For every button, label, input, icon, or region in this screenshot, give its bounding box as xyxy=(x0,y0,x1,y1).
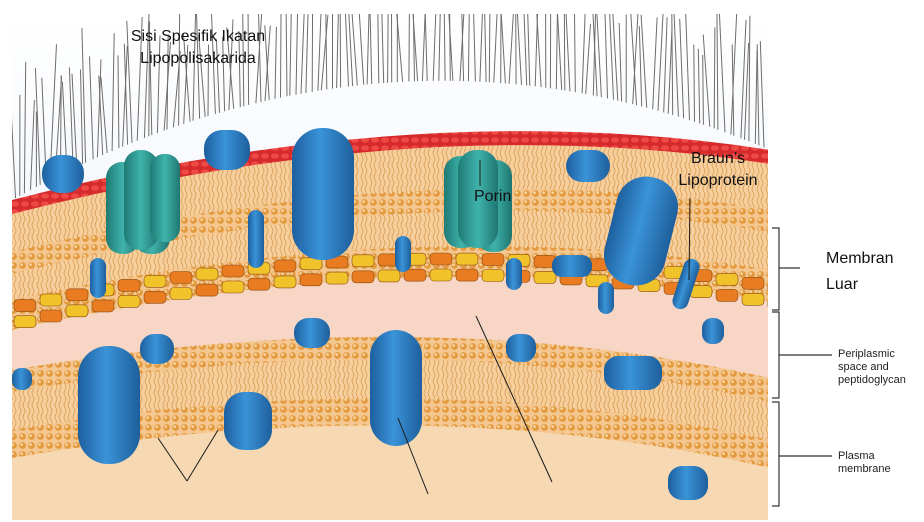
periplasm-label-line3: peptidoglycan xyxy=(838,374,906,387)
porin-left xyxy=(106,150,180,254)
peptidoglycan-unit xyxy=(118,279,140,291)
peptidoglycan-unit xyxy=(170,288,192,300)
peptidoglycan-unit xyxy=(326,272,348,284)
peptidoglycan-unit xyxy=(170,272,192,284)
porin-label: Porin xyxy=(474,186,511,208)
brauns-lipoprotein-label-line2: Lipoprotein xyxy=(668,170,768,192)
peptidoglycan-unit xyxy=(196,284,218,296)
lps-strand xyxy=(694,45,695,122)
peptidoglycan-unit xyxy=(118,295,140,307)
lps-strand xyxy=(714,27,715,128)
peptidoglycan-unit xyxy=(222,265,244,277)
peptidoglycan-unit xyxy=(534,271,556,283)
peptidoglycan-unit xyxy=(716,273,738,285)
peptidoglycan-unit xyxy=(248,278,270,290)
peptidoglycan-unit xyxy=(690,286,712,298)
peptidoglycan-unit xyxy=(300,274,322,286)
peptidoglycan-unit xyxy=(378,270,400,282)
peptidoglycan-unit xyxy=(66,289,88,301)
peptidoglycan-unit xyxy=(716,289,738,301)
peptidoglycan-unit xyxy=(742,277,764,289)
peptidoglycan-unit xyxy=(66,305,88,317)
outer-membrane-label: Membran Luar xyxy=(826,248,894,296)
layer-brackets xyxy=(772,228,832,506)
peptidoglycan-unit xyxy=(14,316,36,328)
peptidoglycan-unit xyxy=(430,269,452,281)
outer-membrane-label-line2: Luar xyxy=(826,274,894,296)
brauns-lipoprotein-label: Braun’s Lipoprotein xyxy=(668,148,768,192)
plasma-membrane-label-line1: Plasma xyxy=(838,450,891,463)
peptidoglycan-unit xyxy=(144,291,166,303)
peptidoglycan-unit xyxy=(482,270,504,282)
brauns-lipoprotein-label-line1: Braun’s xyxy=(668,148,768,170)
lps-strand xyxy=(703,55,704,125)
lps-strand xyxy=(769,11,771,150)
periplasm-label: Periplasmic space and peptidoglycan xyxy=(838,348,906,387)
lps-binding-site-label-line1: Sisi Spesifik Ikatan xyxy=(88,26,308,48)
plasma-membrane-label-line2: membrane xyxy=(838,463,891,476)
lps-strand xyxy=(775,65,781,152)
peptidoglycan-unit xyxy=(222,281,244,293)
peptidoglycan-unit xyxy=(482,254,504,266)
peptidoglycan-unit xyxy=(92,300,114,312)
peptidoglycan-unit xyxy=(40,294,62,306)
peptidoglycan-unit xyxy=(430,253,452,265)
peptidoglycan-unit xyxy=(196,268,218,280)
peptidoglycan-unit xyxy=(40,310,62,322)
peptidoglycan-unit xyxy=(352,271,374,283)
peptidoglycan-unit xyxy=(456,269,478,281)
periplasm-label-line1: Periplasmic xyxy=(838,348,906,361)
plasma-membrane-label: Plasma membrane xyxy=(838,450,891,476)
peptidoglycan-unit xyxy=(456,253,478,265)
peptidoglycan-unit xyxy=(14,300,36,312)
peptidoglycan-unit xyxy=(404,269,426,281)
lps-binding-site-label: Sisi Spesifik Ikatan Lipopolisakarida xyxy=(88,26,308,70)
periplasm-label-line2: space and xyxy=(838,361,906,374)
peptidoglycan-unit xyxy=(274,260,296,272)
outer-membrane-label-line1: Membran xyxy=(826,248,894,270)
peptidoglycan-unit xyxy=(274,276,296,288)
peptidoglycan-unit xyxy=(742,293,764,305)
peptidoglycan-unit xyxy=(144,275,166,287)
peptidoglycan-unit xyxy=(352,255,374,267)
lps-binding-site-label-line2: Lipopolisakarida xyxy=(88,48,308,70)
